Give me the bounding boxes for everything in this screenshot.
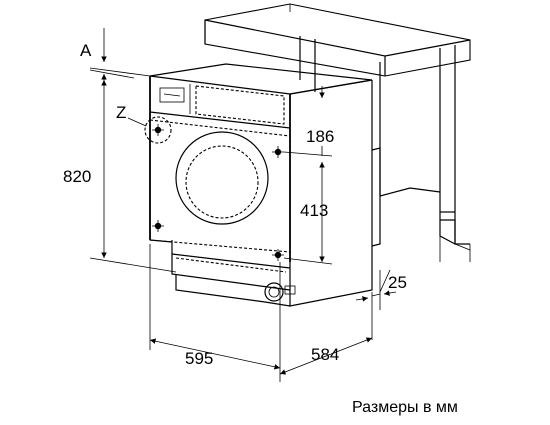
label-hole-spacing: 413: [300, 201, 328, 220]
dimension-hole-spacing: [283, 162, 333, 265]
label-a: A: [80, 41, 92, 60]
label-height: 820: [63, 167, 91, 186]
label-depth: 584: [311, 345, 339, 364]
dimension-depth: [279, 292, 373, 375]
cabinet-niche: [204, 3, 471, 262]
z-leader: [127, 117, 147, 127]
detergent-drawer: [159, 87, 185, 103]
label-top-offset: 186: [306, 127, 334, 146]
dimension-height: [89, 80, 177, 273]
label-width: 595: [185, 349, 213, 368]
detail-z-circle: [144, 116, 172, 144]
dimension-clearance: [355, 269, 397, 310]
door-glass: [185, 145, 259, 219]
pump-cover-icon: [264, 282, 284, 302]
dimension-a: [89, 28, 151, 84]
dimension-top-offset: [283, 86, 333, 157]
mounting-holes: [152, 124, 284, 261]
label-clearance: 25: [388, 273, 407, 292]
washing-machine: [144, 63, 381, 307]
door-outer-ring: [175, 131, 269, 225]
caption-units: Размеры в мм: [352, 399, 458, 416]
label-z: Z: [116, 103, 126, 122]
